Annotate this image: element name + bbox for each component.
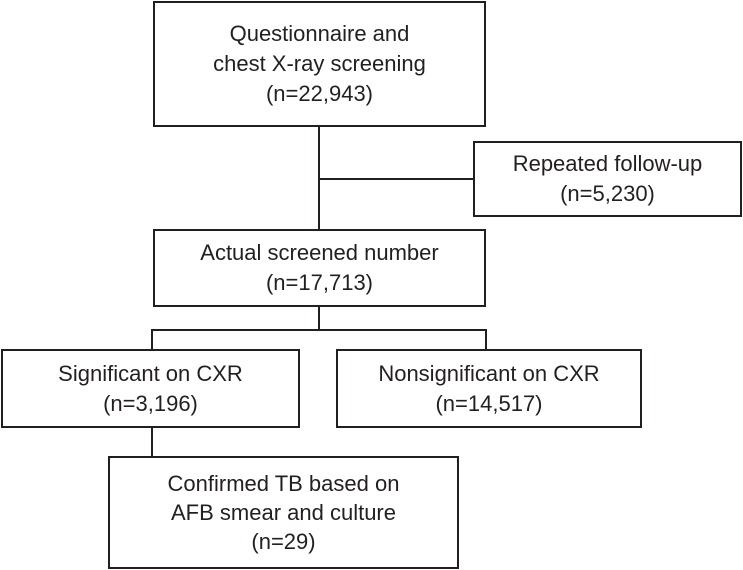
actual-screened-box: Actual screened number (n=17,713): [153, 229, 486, 307]
nonsignificant-line1: Nonsignificant on CXR: [378, 360, 600, 386]
confirmed-line1: Confirmed TB based on: [167, 471, 400, 496]
confirmed-count: (n=29): [251, 529, 316, 554]
confirmed-line2: AFB smear and culture: [171, 500, 396, 525]
connector-significant-down: [151, 428, 153, 456]
followup-line1: Repeated follow-up: [512, 151, 703, 176]
significant-box: Significant on CXR (n=3,196): [1, 349, 300, 428]
followup-box: Repeated follow-up (n=5,230): [473, 141, 742, 217]
connector-branch-to-followup: [319, 178, 473, 180]
followup-count: (n=5,230): [560, 181, 655, 206]
connector-to-nonsignificant: [485, 329, 487, 349]
actual-count: (n=17,713): [265, 270, 374, 295]
nonsignificant-count: (n=14,517): [435, 390, 543, 416]
screening-line2: chest X-ray screening: [213, 51, 426, 76]
screening-line1: Questionnaire and: [229, 21, 410, 46]
actual-line1: Actual screened number: [200, 240, 439, 265]
screening-box: Questionnaire and chest X-ray screening …: [153, 1, 486, 127]
nonsignificant-box: Nonsignificant on CXR (n=14,517): [336, 349, 642, 428]
connector-actual-down: [318, 307, 320, 330]
screening-count: (n=22,943): [265, 81, 374, 106]
significant-count: (n=3,196): [103, 390, 198, 416]
connector-split-horizontal: [151, 329, 487, 331]
significant-line1: Significant on CXR: [58, 360, 243, 386]
confirmed-tb-box: Confirmed TB based on AFB smear and cult…: [108, 456, 459, 569]
connector-to-significant: [151, 329, 153, 349]
